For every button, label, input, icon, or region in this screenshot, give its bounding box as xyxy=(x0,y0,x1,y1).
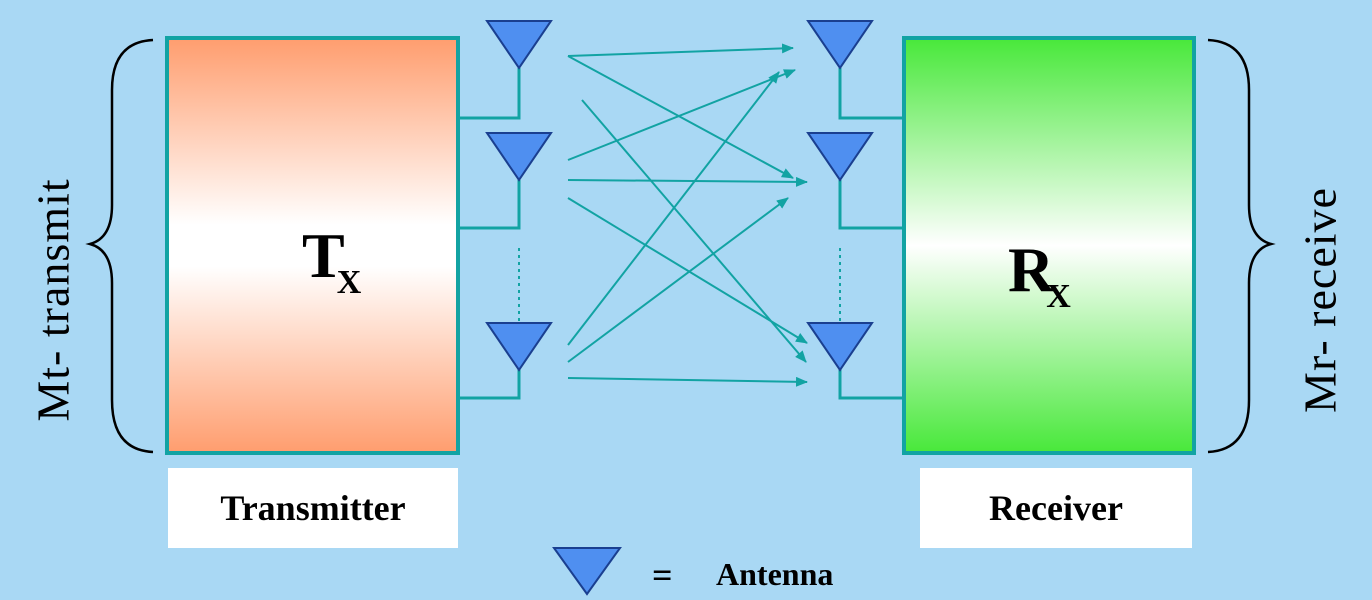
right-brace xyxy=(1207,38,1276,454)
path-t2-r1 xyxy=(567,69,796,161)
receiver-box xyxy=(902,36,1196,455)
path-t3-r3 xyxy=(567,376,808,387)
path-t1-r1 xyxy=(567,43,794,57)
legend-antenna-icon xyxy=(552,547,622,596)
rx-antenna-1-icon xyxy=(806,20,874,70)
left-brace xyxy=(85,38,154,454)
receive-antenna-count-label: Mr- receive xyxy=(1294,187,1346,413)
transmitter-caption: Transmitter xyxy=(168,468,458,548)
tx-antenna-1-icon xyxy=(485,20,553,70)
path-t1-r2 xyxy=(567,55,794,179)
legend-equals: = xyxy=(652,555,673,595)
path-t2-r3 xyxy=(567,197,808,344)
tx-symbol-sub: X xyxy=(336,264,362,301)
transmitter-box xyxy=(165,36,460,455)
tx-antenna-3-icon xyxy=(485,322,553,372)
rx-symbol-main: R xyxy=(1008,234,1055,305)
path-t3-r2 xyxy=(567,197,789,363)
tx-symbol-main: T xyxy=(302,220,345,291)
transmit-antenna-count-label: Mt- transmit xyxy=(27,178,79,422)
legend-label: Antenna xyxy=(716,556,834,592)
tx-symbol: TX xyxy=(302,224,369,300)
tx-antenna-2-icon xyxy=(485,132,553,182)
rx-antenna-2-icon xyxy=(806,132,874,182)
path-t2-r2 xyxy=(567,176,808,187)
rx-symbol: RX xyxy=(1008,238,1079,314)
channel-arrows xyxy=(567,43,808,387)
rx-symbol-sub: X xyxy=(1046,278,1071,315)
path-t3-r1 xyxy=(567,71,780,346)
receiver-caption: Receiver xyxy=(920,468,1192,548)
rx-antenna-3-icon xyxy=(806,322,874,372)
path-t1-r3 xyxy=(581,99,807,363)
